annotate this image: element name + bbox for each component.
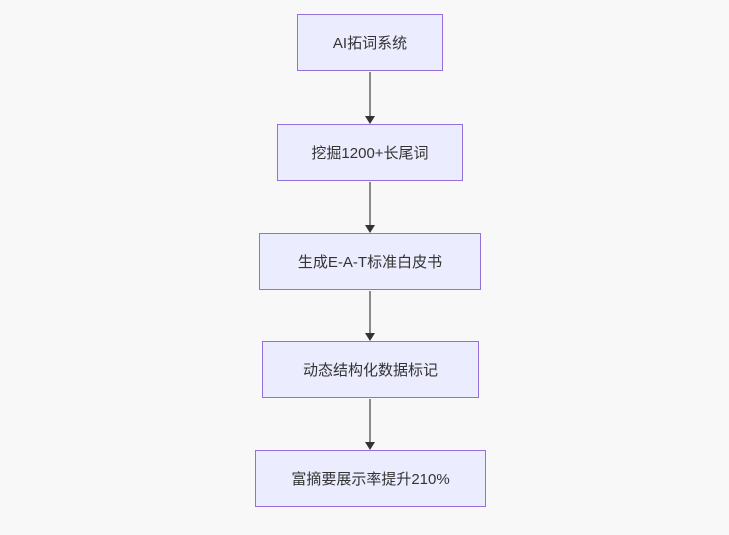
- flow-node-label: 挖掘1200+长尾词: [311, 145, 429, 162]
- flow-node-rich-snippet-result: 富摘要展示率提升210%: [255, 450, 486, 507]
- flow-node-label: AI拓词系统: [332, 35, 408, 52]
- flow-arrow: [365, 72, 375, 124]
- flow-arrow: [365, 182, 375, 233]
- flow-node-label: 生成E-A-T标准白皮书: [297, 254, 443, 271]
- arrowhead-down-icon: [365, 333, 375, 341]
- flow-node-longtail-mining: 挖掘1200+长尾词: [277, 124, 463, 181]
- flow-arrow: [365, 399, 375, 450]
- flow-node-label: 富摘要展示率提升210%: [291, 471, 450, 488]
- flow-arrow: [365, 291, 375, 341]
- arrowhead-down-icon: [365, 116, 375, 124]
- flow-node-label: 动态结构化数据标记: [302, 362, 438, 379]
- flow-node-structured-data: 动态结构化数据标记: [262, 341, 479, 398]
- arrowhead-down-icon: [365, 225, 375, 233]
- flow-node-eat-whitepaper: 生成E-A-T标准白皮书: [259, 233, 481, 290]
- arrowhead-down-icon: [365, 442, 375, 450]
- flow-node-ai-word-system: AI拓词系统: [297, 14, 443, 71]
